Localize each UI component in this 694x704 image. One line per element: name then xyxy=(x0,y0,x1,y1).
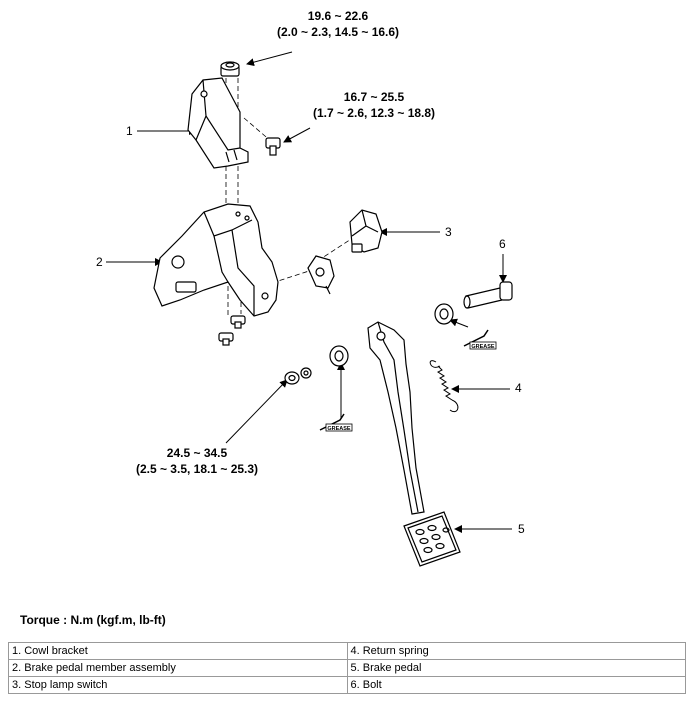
nut-and-washer xyxy=(284,367,312,385)
callout-1: 1 xyxy=(126,124,133,138)
torque-spec-3-alt: (2.5 ~ 3.5, 18.1 ~ 25.3) xyxy=(136,462,258,476)
callout-6: 6 xyxy=(499,237,506,251)
return-spring xyxy=(429,360,459,413)
parts-legend-table: 1. Cowl bracket 4. Return spring 2. Brak… xyxy=(8,642,686,694)
bushings xyxy=(329,303,454,367)
torque-spec-1-nm: 19.6 ~ 22.6 xyxy=(308,9,369,23)
member-bolts xyxy=(218,315,246,346)
callout-3: 3 xyxy=(445,225,452,239)
flange-nut-top xyxy=(220,61,240,77)
svg-text:GREASE: GREASE xyxy=(471,344,495,350)
legend-cell: 2. Brake pedal member assembly xyxy=(8,659,348,677)
pivot-bolt xyxy=(463,281,513,309)
legend-cell: 4. Return spring xyxy=(346,642,686,660)
torque-title: Torque : N.m (kgf.m, lb-ft) xyxy=(20,613,166,627)
table-row: 2. Brake pedal member assembly 5. Brake … xyxy=(8,659,686,677)
leader-lines xyxy=(106,51,512,533)
bracket-bolt xyxy=(265,137,281,156)
cowl-bracket xyxy=(187,77,249,169)
grease-mark-2: GREASE xyxy=(319,413,353,432)
clevis-fitting xyxy=(307,255,335,295)
table-row: 1. Cowl bracket 4. Return spring xyxy=(8,642,686,660)
callout-2: 2 xyxy=(96,255,103,269)
brake-pedal xyxy=(367,321,461,567)
callout-4: 4 xyxy=(515,381,522,395)
table-row: 3. Stop lamp switch 6. Bolt xyxy=(8,676,686,694)
brake-pedal-member-assembly xyxy=(153,203,279,317)
torque-spec-2-nm: 16.7 ~ 25.5 xyxy=(344,90,405,104)
torque-spec-3-nm: 24.5 ~ 34.5 xyxy=(167,446,228,460)
stop-lamp-switch xyxy=(349,209,383,253)
legend-cell: 3. Stop lamp switch xyxy=(8,676,348,694)
legend-cell: 6. Bolt xyxy=(346,676,686,694)
svg-text:GREASE: GREASE xyxy=(327,426,351,432)
torque-spec-2-alt: (1.7 ~ 2.6, 12.3 ~ 18.8) xyxy=(313,106,435,120)
callout-5: 5 xyxy=(518,522,525,536)
brake-pedal-exploded-diagram: 19.6 ~ 22.6 (2.0 ~ 2.3, 14.5 ~ 16.6) 16.… xyxy=(96,9,525,567)
grease-mark-1: GREASE xyxy=(463,329,497,350)
legend-cell: 5. Brake pedal xyxy=(346,659,686,677)
torque-spec-1-alt: (2.0 ~ 2.3, 14.5 ~ 16.6) xyxy=(277,25,399,39)
legend-cell: 1. Cowl bracket xyxy=(8,642,348,660)
